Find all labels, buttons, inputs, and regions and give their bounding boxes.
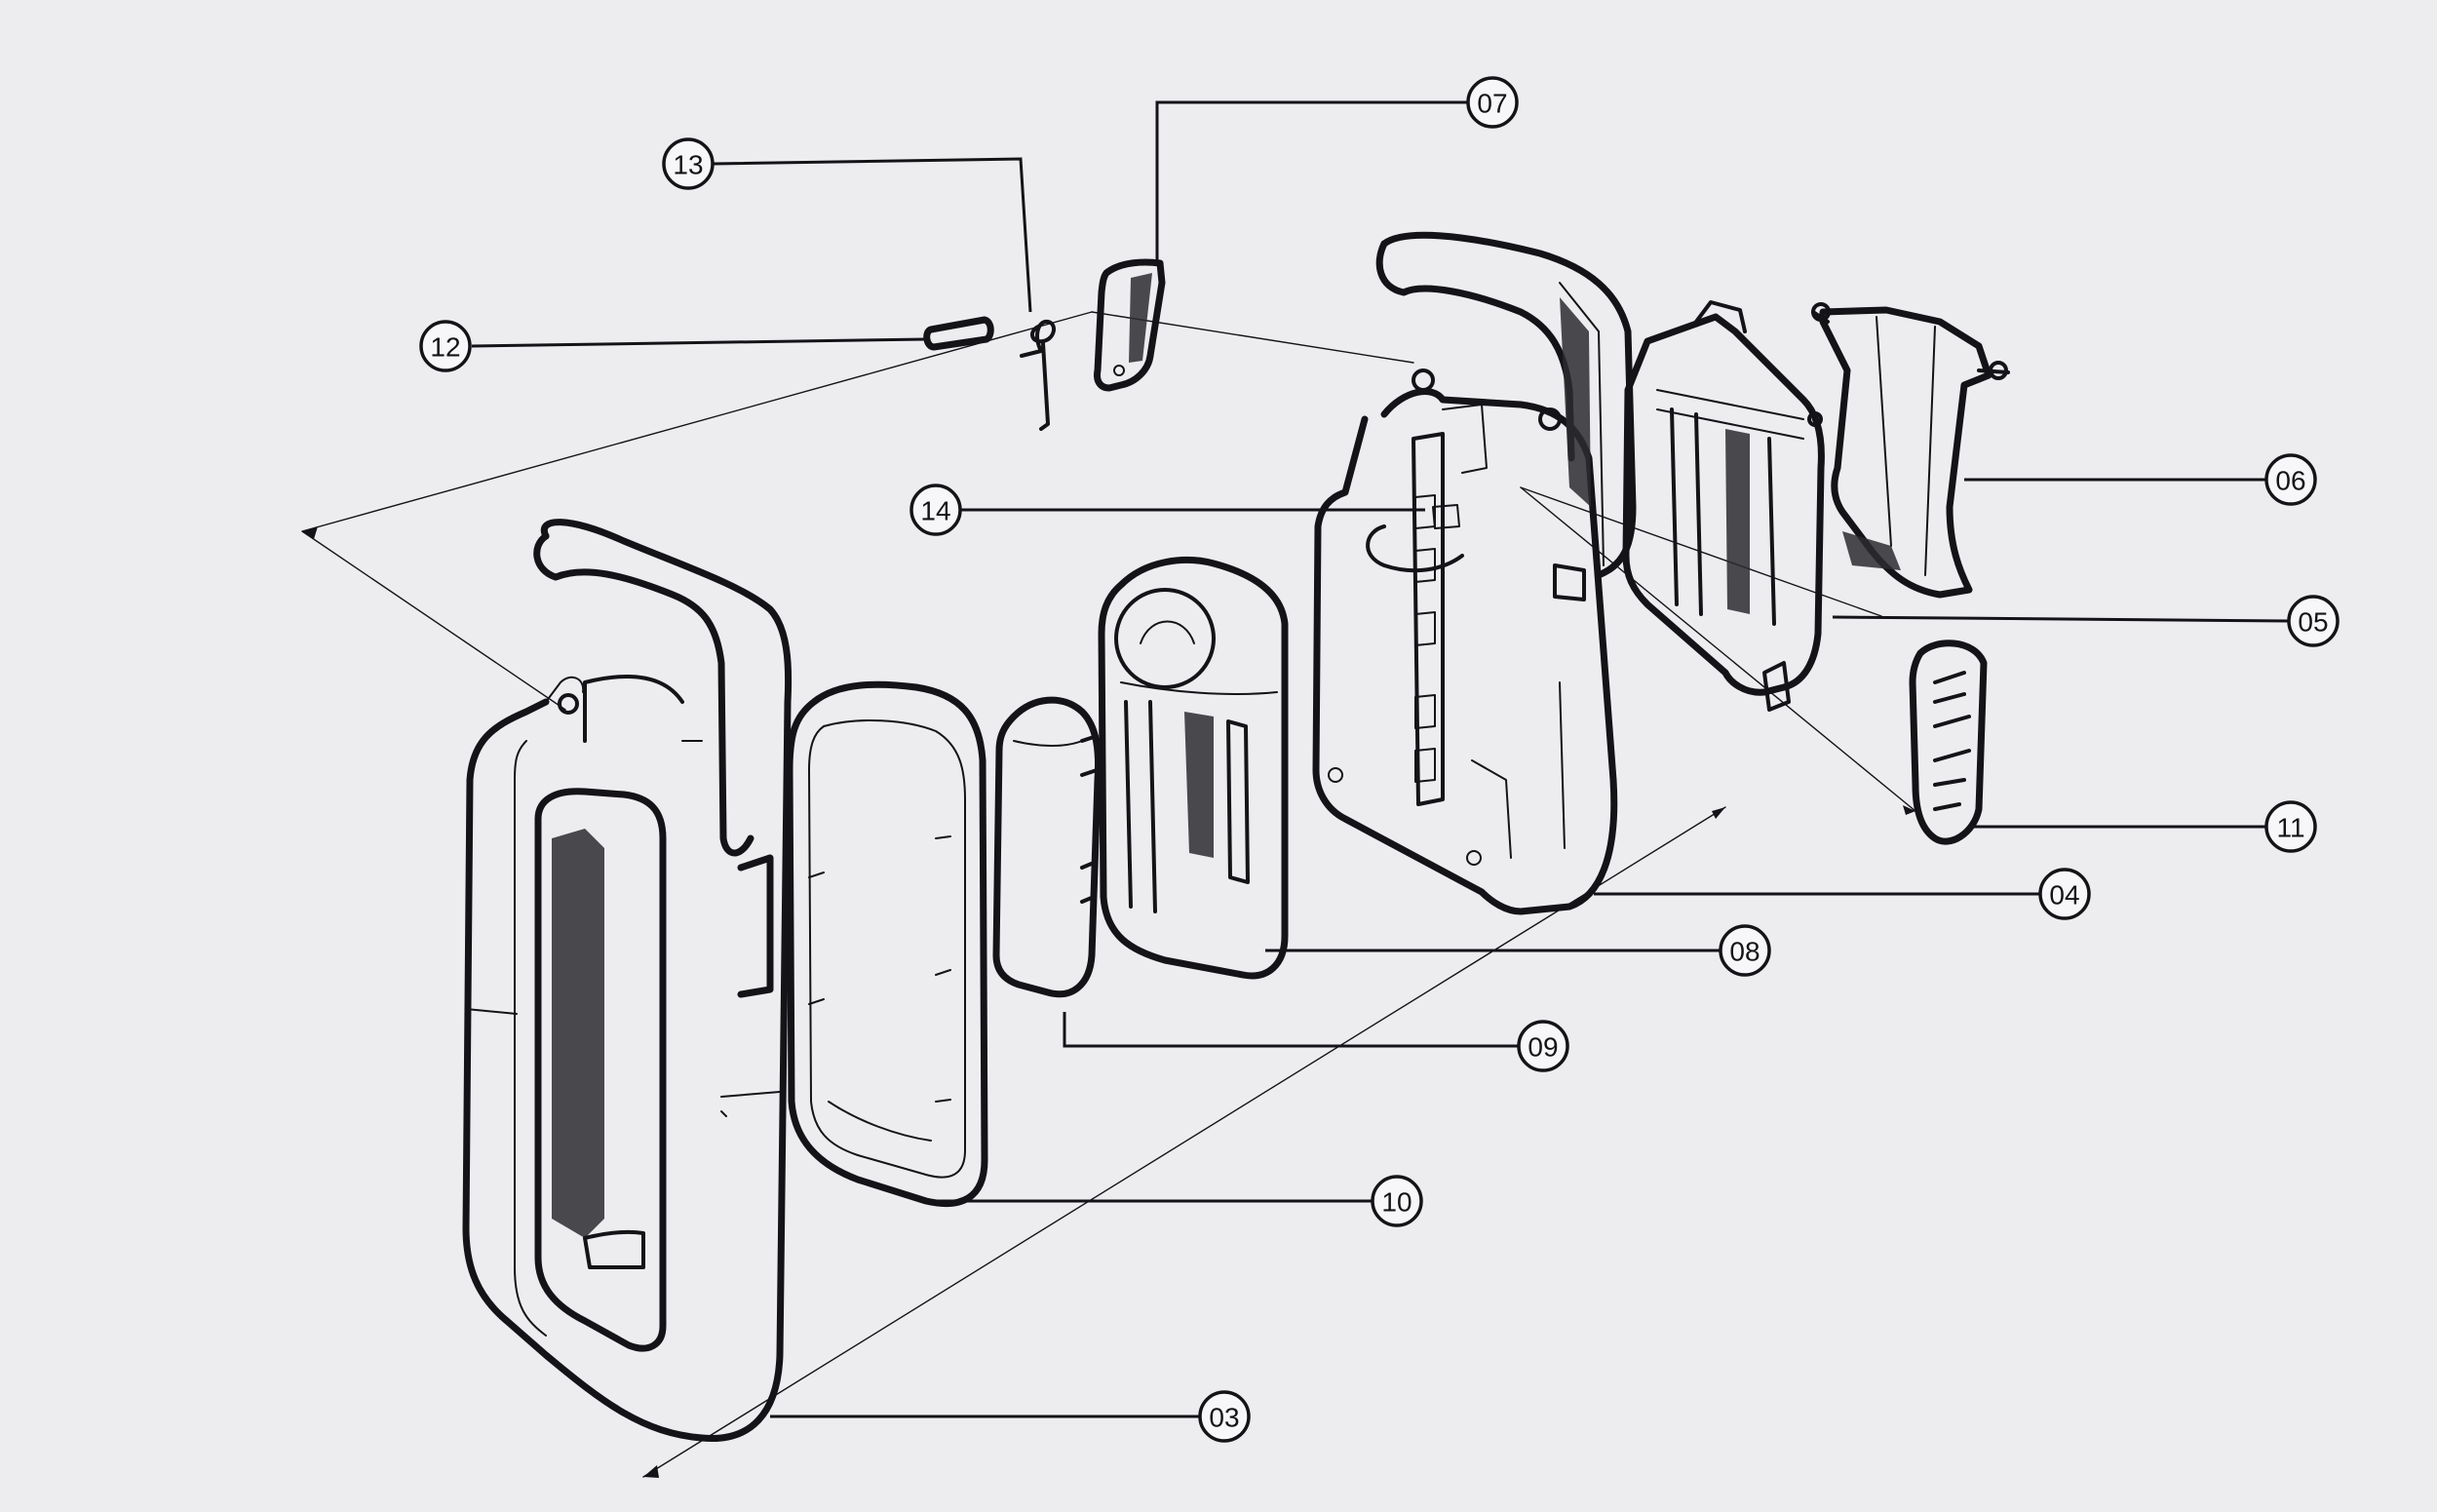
battery-tray-part — [1622, 300, 1825, 712]
callout-13: 13 — [662, 137, 715, 190]
callout-label: 07 — [1477, 89, 1507, 119]
leader-line-12 — [471, 337, 927, 348]
callout-label: 06 — [2275, 466, 2305, 496]
lens-part — [786, 680, 988, 1208]
leader-line-09 — [1063, 1012, 1519, 1048]
leader-line-07 — [1155, 100, 1468, 263]
pin-part — [923, 316, 994, 351]
callout-circle — [2264, 800, 2317, 853]
callout-07: 07 — [1466, 76, 1519, 129]
callout-label: 09 — [1528, 1032, 1558, 1063]
callout-06: 06 — [2264, 453, 2317, 506]
reflector-part — [1098, 556, 1289, 980]
callout-03: 03 — [1198, 1390, 1251, 1443]
callout-08: 08 — [1719, 924, 1771, 977]
callout-05: 05 — [2287, 595, 2340, 647]
callout-circle — [2264, 453, 2317, 506]
latch-part — [1094, 258, 1166, 392]
callout-circle — [419, 320, 472, 372]
callout-09: 09 — [1517, 1020, 1569, 1072]
callout-label: 05 — [2298, 607, 2328, 638]
leader-lines — [471, 100, 2290, 1418]
callout-label: 10 — [1381, 1187, 1412, 1218]
callout-circle — [1719, 924, 1771, 977]
grip-pad-part — [1909, 640, 1988, 845]
callout-label: 12 — [430, 332, 460, 363]
callout-11: 11 — [2264, 800, 2317, 853]
callout-12: 12 — [419, 320, 472, 372]
leader-line-13 — [713, 157, 1032, 313]
callout-circle — [2038, 868, 2091, 920]
callout-circle — [1517, 1020, 1569, 1072]
circuit-board-part — [1432, 504, 1460, 529]
callout-10: 10 — [1371, 1175, 1423, 1227]
callout-label: 03 — [1209, 1403, 1239, 1433]
callout-circle — [1466, 76, 1519, 129]
callout-circle — [909, 484, 962, 536]
callout-circle — [2287, 595, 2340, 647]
callout-04: 04 — [2038, 868, 2091, 920]
callout-14: 14 — [909, 484, 962, 536]
outer-housing-part — [462, 519, 793, 1443]
callout-label: 04 — [2049, 880, 2079, 911]
back-clip-part — [1811, 302, 2010, 599]
leader-line-05 — [1832, 615, 2290, 623]
callout-label: 14 — [920, 496, 950, 526]
callout-circle — [662, 137, 715, 190]
callout-label: 11 — [2276, 813, 2304, 843]
callout-label: 13 — [673, 150, 703, 180]
callout-circle — [1198, 1390, 1251, 1443]
callout-label: 08 — [1729, 937, 1760, 967]
callout-circle — [1371, 1175, 1423, 1227]
lamp-cap-part — [992, 696, 1102, 998]
spring-part — [1020, 319, 1056, 431]
